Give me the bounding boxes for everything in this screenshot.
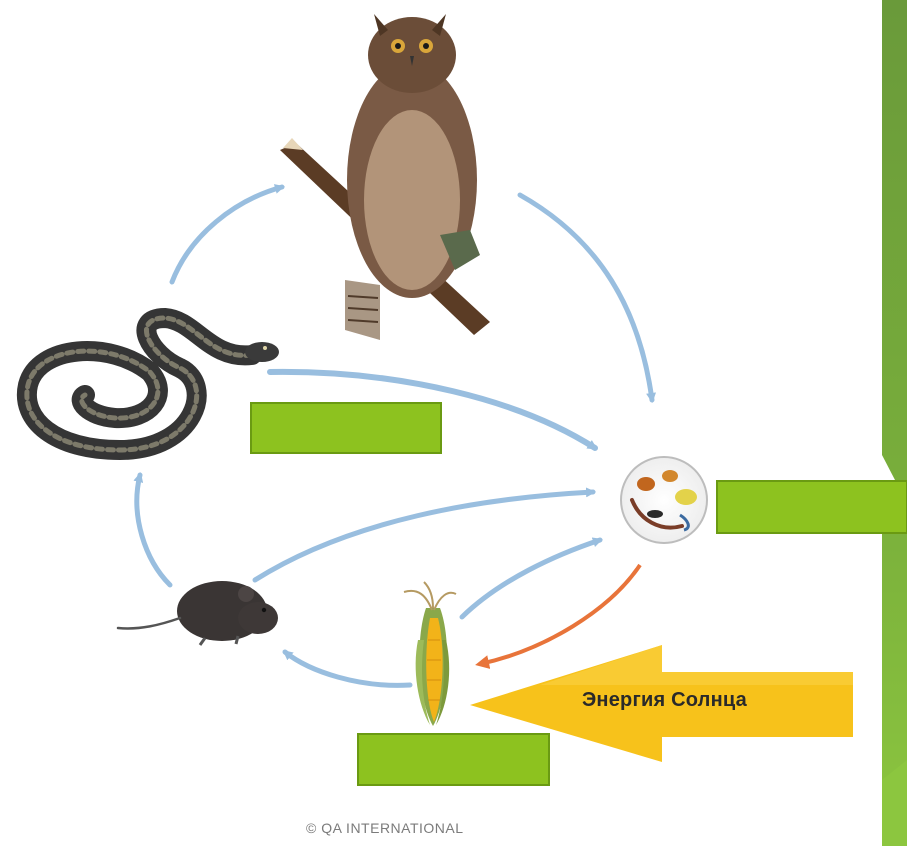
snake-icon: [27, 318, 279, 450]
owl-icon: [280, 14, 490, 340]
copyright-text: © QA INTERNATIONAL: [306, 820, 464, 836]
decomposers-label-box[interactable]: [716, 480, 907, 534]
snake-label-box[interactable]: [250, 402, 442, 454]
sidebar-stripe: [882, 0, 907, 846]
corn-label-box[interactable]: [357, 733, 550, 786]
arrow-snake-to-owl: [172, 187, 282, 282]
arrow-owl-to-decomposers: [520, 195, 652, 400]
decomposers-icon: [621, 457, 707, 543]
arrow-mouse-to-snake: [137, 475, 170, 585]
arrow-corn-to-mouse: [285, 652, 410, 685]
arrow-decomposers-to-corn: [480, 565, 640, 664]
corn-icon: [404, 582, 456, 726]
sun-energy-label: Энергия Солнца: [582, 689, 832, 712]
arrow-corn-to-decomposers: [462, 540, 600, 617]
mouse-icon: [118, 581, 278, 645]
arrow-mouse-to-decomposers: [255, 492, 593, 580]
